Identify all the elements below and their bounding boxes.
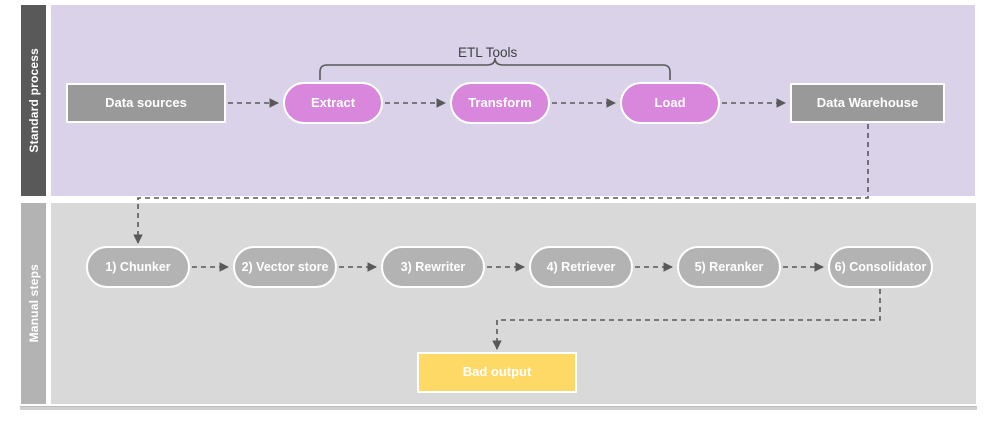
- node-rewriter[interactable]: 3) Rewriter: [381, 246, 485, 288]
- node-retriever[interactable]: 4) Retriever: [529, 246, 633, 288]
- lane-label-manual-steps: Manual steps: [20, 202, 47, 405]
- node-data-sources[interactable]: Data sources: [66, 83, 226, 123]
- node-consolidator[interactable]: 6) Consolidator: [828, 246, 933, 288]
- node-extract[interactable]: Extract: [283, 82, 383, 124]
- node-data-warehouse[interactable]: Data Warehouse: [790, 83, 945, 123]
- node-bad-output[interactable]: Bad output: [417, 352, 577, 393]
- lane-label-standard-process: Standard process: [20, 4, 47, 197]
- lane-label-standard-process-text: Standard process: [26, 48, 41, 153]
- node-load[interactable]: Load: [620, 82, 720, 124]
- footer-divider: [20, 406, 977, 410]
- lane-label-manual-steps-text: Manual steps: [26, 264, 41, 343]
- node-vector-store[interactable]: 2) Vector store: [233, 246, 337, 288]
- node-transform[interactable]: Transform: [450, 82, 550, 124]
- node-chunker[interactable]: 1) Chunker: [86, 246, 190, 288]
- node-reranker[interactable]: 5) Reranker: [677, 246, 781, 288]
- etl-tools-label: ETL Tools: [458, 45, 518, 60]
